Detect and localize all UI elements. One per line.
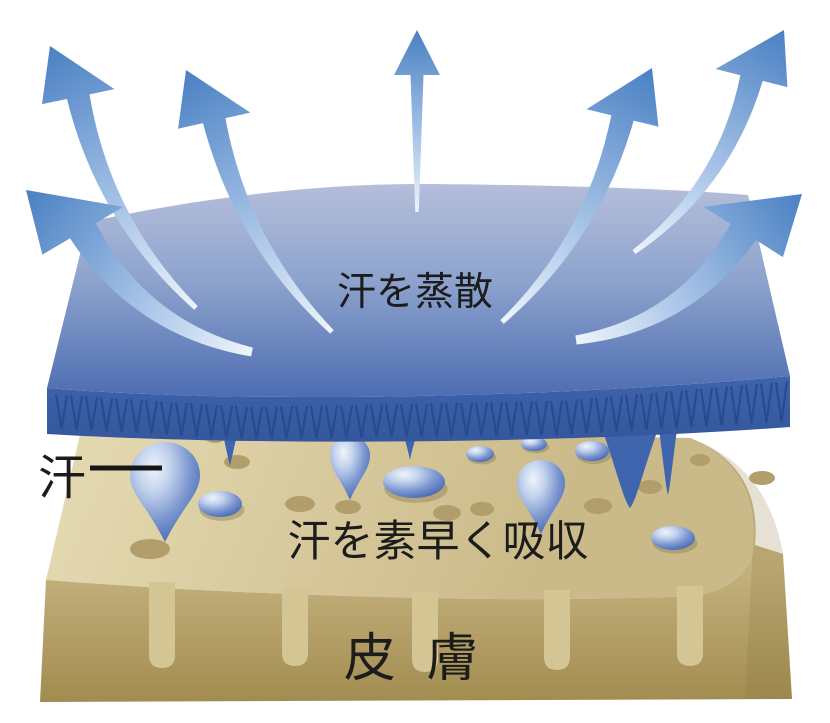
fiber-mark [84,396,99,431]
fiber-mark [174,402,189,436]
fabric-front-edge [47,376,790,442]
skin-right-face [690,438,792,699]
fiber-mark [639,392,654,430]
fiber-mark [339,404,354,438]
wicking-drip [659,430,677,495]
sweat-bead [575,441,609,461]
fiber-mark [204,403,219,438]
wicking-drip [603,432,657,508]
sweat-bead [198,491,242,517]
fiber-mark [414,403,429,437]
fiber-mark [534,401,549,436]
sweat-teardrop [330,436,370,500]
skin-layer [40,426,792,702]
skin-pore [130,539,170,559]
evaporation-arrow [632,30,788,255]
fiber-mark [399,403,414,438]
labels: 汗を蒸散 汗 汗を素早く吸収 皮 膚 [38,271,589,688]
fiber-mark [159,401,174,435]
fiber-mark [369,404,384,438]
fiber-mark [489,401,504,437]
fiber-mark [654,391,669,429]
fiber-mark [99,397,114,432]
skin-pore [433,505,461,521]
skin-pore [335,500,361,514]
fiber-mark [129,399,144,434]
sweat-teardrop [517,459,565,534]
skin-pore [749,471,775,485]
fiber-mark [324,405,339,439]
skin-pore [470,502,494,516]
evaporation-arrow [26,190,253,357]
sweat-duct [544,590,570,670]
sweat-duct [412,592,438,672]
fiber-mark [144,400,159,434]
fabric-fiber-texture [54,381,789,440]
fiber-mark [189,403,204,437]
fiber-mark [579,398,594,434]
sweat-duct [677,586,703,666]
evaporation-arrow [575,194,802,345]
fiber-mark [444,402,459,437]
sweat-bead [521,437,547,451]
fiber-mark [504,401,519,436]
sweat-duct-channels [149,582,703,672]
sweat-bead [383,466,445,498]
skin-pore [584,498,612,514]
skin-pore [285,496,315,512]
fiber-mark [264,406,279,439]
fiber-mark [219,404,234,438]
fiber-mark [354,404,369,438]
fiber-mark [234,405,249,439]
fiber-mark [609,395,624,432]
sweat-duct [282,588,308,666]
fiber-mark [624,394,639,431]
evaporation-arrows [26,30,802,357]
fiber-mark [699,387,714,427]
label-absorb: 汗を素早く吸収 [288,518,589,566]
fiber-mark [549,400,564,436]
fiber-mark [384,403,399,438]
skin-top-face [46,426,756,600]
evaporation-arrow [394,30,440,212]
skin-pore [690,454,710,466]
label-skin: 皮 膚 [344,630,486,688]
fiber-mark [114,398,129,433]
fiber-mark [459,402,474,437]
fiber-mark [594,396,609,433]
fiber-mark [564,399,579,435]
skin-pore [638,480,662,494]
sweat-bead [651,526,695,550]
fiber-mark [729,385,744,425]
fiber-mark [249,406,264,440]
fiber-mark [429,403,444,437]
fiber-mark [759,382,774,423]
skin-pore [224,455,250,469]
fiber-mark [54,394,69,429]
sweat-duct [149,582,175,668]
fiber-mark [684,388,699,428]
evaporation-arrow [42,46,198,310]
label-evaporate: 汗を蒸散 [337,271,493,314]
label-sweat: 汗 [38,452,86,505]
sweat-bead [466,446,494,462]
fiber-mark [669,390,684,429]
fiber-mark [714,386,729,426]
fiber-mark [69,395,84,430]
fiber-mark [744,383,759,424]
fiber-mark [294,405,309,439]
fiber-mark [474,402,489,437]
fiber-mark [309,405,324,439]
evaporation-arrow [178,70,334,334]
fiber-mark [774,381,789,422]
fiber-mark [279,405,294,439]
fiber-mark [519,401,534,436]
evaporation-arrow [500,68,659,324]
